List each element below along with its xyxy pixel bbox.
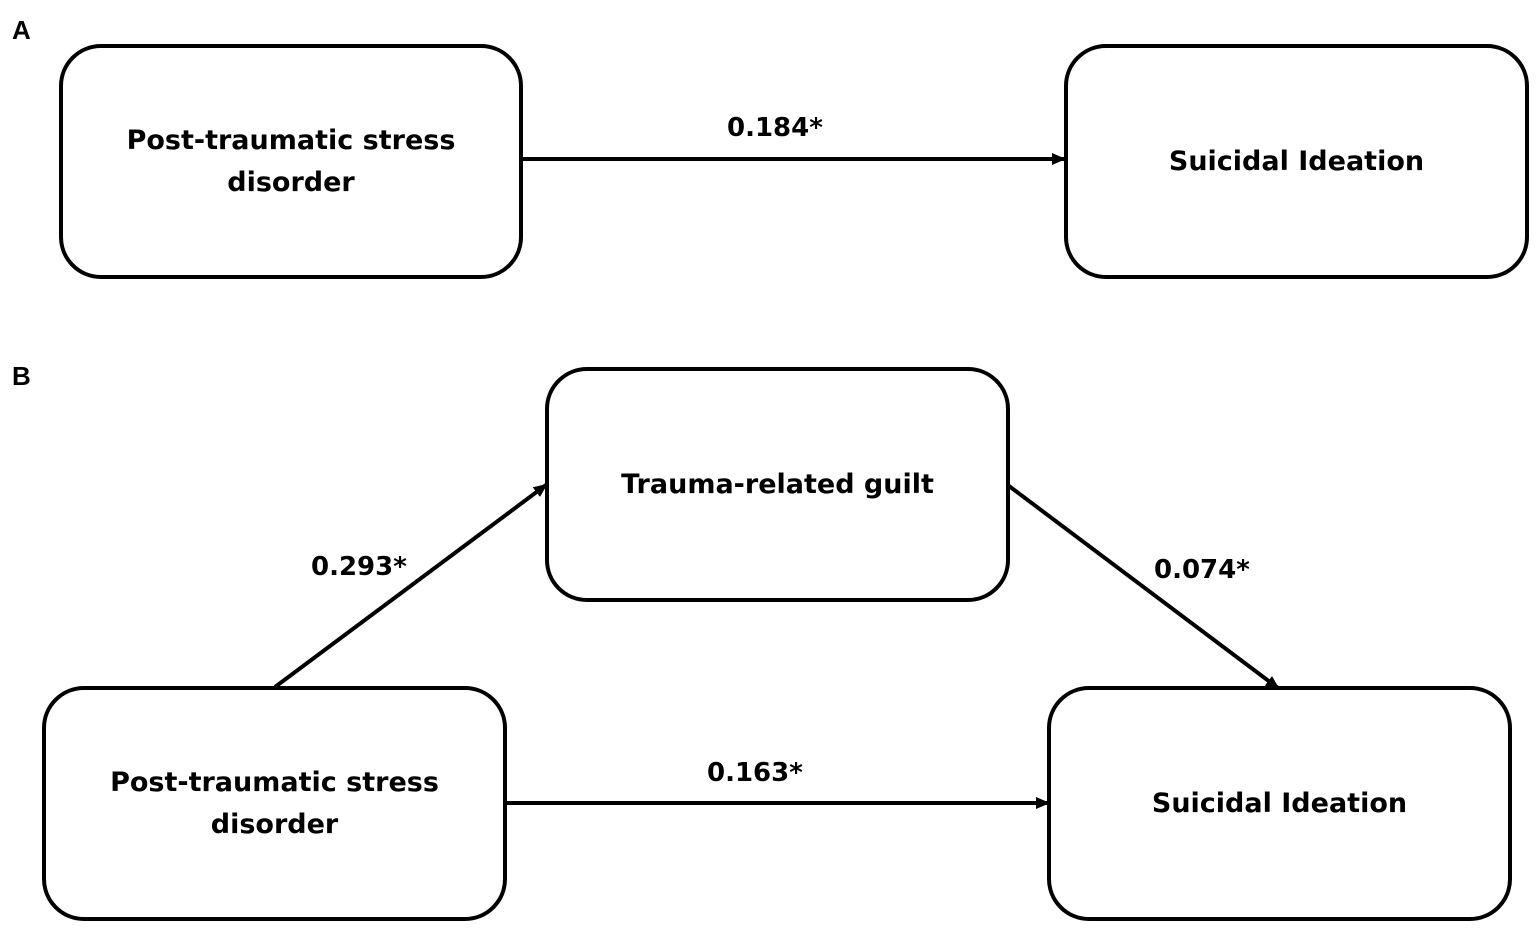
arrow-b-guilt-to-si [1007,484,1280,690]
panel-a-node-si: Suicidal Ideation [1064,44,1529,279]
panel-b-coef-ptsd-to-si: 0.163* [707,758,803,788]
panel-b-coef-guilt-to-si: 0.074* [1154,555,1250,585]
panel-b-node-si-label: Suicidal Ideation [1151,787,1408,819]
panel-a-node-ptsd-label: Post-traumatic stress disorder [126,124,456,198]
arrow-b-ptsd-to-guilt [273,483,548,689]
panel-b-coef-ptsd-to-guilt: 0.293* [311,552,407,582]
panel-b-label: B [12,361,31,391]
panel-a-label: A [12,15,31,45]
panel-b-node-guilt-label: Trauma-related guilt [621,468,934,500]
panel-b-node-ptsd-label: Post-traumatic stress disorder [110,766,439,840]
panel-b-node-guilt: Trauma-related guilt [545,367,1010,602]
panel-b-node-ptsd: Post-traumatic stress disorder [42,686,507,921]
panel-b-node-si: Suicidal Ideation [1047,686,1512,921]
panel-a-node-ptsd: Post-traumatic stress disorder [59,44,523,279]
panel-a-node-si-label: Suicidal Ideation [1168,145,1425,177]
panel-a-coef-ptsd-to-si: 0.184* [727,113,823,143]
